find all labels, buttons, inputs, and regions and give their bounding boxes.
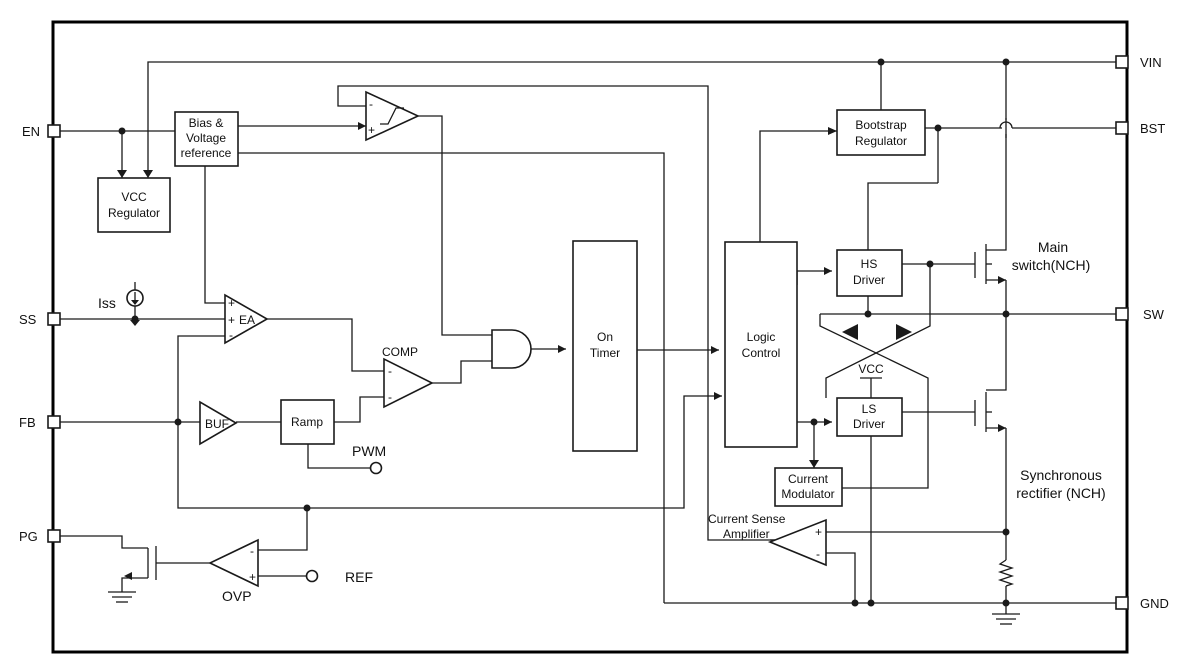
svg-text:-: - xyxy=(388,364,392,378)
svg-text:+: + xyxy=(368,123,375,137)
svg-text:Driver: Driver xyxy=(853,417,885,431)
svg-text:Logic: Logic xyxy=(747,330,776,344)
svg-text:VCC: VCC xyxy=(121,190,147,204)
svg-text:+: + xyxy=(228,313,235,327)
sense-resistor xyxy=(997,559,1015,587)
arrowheads xyxy=(117,122,925,468)
svg-text:Amplifier: Amplifier xyxy=(723,527,770,541)
ref-terminal: REF xyxy=(305,569,373,585)
svg-text:switch(NCH): switch(NCH) xyxy=(1012,257,1091,273)
synchronous-rectifier-mosfet: Synchronous rectifier (NCH) xyxy=(985,392,1106,501)
vin-pin-label: VIN xyxy=(1140,55,1162,70)
ss-pin-label: SS xyxy=(19,312,37,327)
and-gate xyxy=(491,329,532,369)
vcc-label: VCC xyxy=(858,362,884,379)
on-timer-block: On Timer xyxy=(572,240,638,452)
svg-text:HS: HS xyxy=(861,257,878,271)
junctions xyxy=(118,58,1010,607)
svg-text:-: - xyxy=(229,328,233,342)
svg-text:-: - xyxy=(388,390,392,404)
en-pin-label: EN xyxy=(22,124,40,139)
pwm-terminal: PWM xyxy=(352,443,386,475)
buf-buffer: BUF xyxy=(199,400,238,446)
bootstrap-regulator-block: Bootstrap Regulator xyxy=(836,109,926,156)
en-pin xyxy=(47,124,61,138)
svg-text:+: + xyxy=(815,525,822,539)
svg-text:Main: Main xyxy=(1038,239,1068,255)
fb-pin xyxy=(47,415,61,429)
wire-crossover xyxy=(999,118,1013,138)
svg-text:Voltage: Voltage xyxy=(186,131,226,145)
pg-open-drain-mosfet xyxy=(124,572,132,580)
comp-comparator: COMP - - xyxy=(382,345,434,409)
svg-text:reference: reference xyxy=(181,146,232,160)
svg-text:Regulator: Regulator xyxy=(855,134,907,148)
ramp-block: Ramp xyxy=(280,399,335,445)
svg-text:Modulator: Modulator xyxy=(781,487,834,501)
svg-text:COMP: COMP xyxy=(382,345,418,359)
ground-icon xyxy=(992,613,1020,625)
chip-boundary xyxy=(51,20,1129,654)
svg-text:Control: Control xyxy=(742,346,781,360)
gnd-pin-label: GND xyxy=(1140,596,1169,611)
current-modulator-block: Current Modulator xyxy=(774,467,843,507)
svg-text:LS: LS xyxy=(862,402,877,416)
ea-amplifier: EA + + - xyxy=(224,293,269,345)
svg-text:BUF: BUF xyxy=(205,417,229,431)
gnd-pin xyxy=(1115,596,1129,610)
svg-text:rectifier (NCH): rectifier (NCH) xyxy=(1016,485,1105,501)
svg-text:Timer: Timer xyxy=(590,346,620,360)
pg-pin xyxy=(47,529,61,543)
svg-text:Bias &: Bias & xyxy=(189,116,224,130)
svg-text:Synchronous: Synchronous xyxy=(1020,467,1102,483)
svg-text:Current Sense: Current Sense xyxy=(708,512,786,526)
bst-pin xyxy=(1115,121,1129,135)
svg-text:Driver: Driver xyxy=(853,273,885,287)
svg-text:PWM: PWM xyxy=(352,443,386,459)
svg-text:-: - xyxy=(369,97,373,111)
wires xyxy=(59,61,1122,614)
svg-text:OVP: OVP xyxy=(222,588,252,604)
pg-pin-label: PG xyxy=(19,529,38,544)
ovp-comparator: - + OVP xyxy=(208,538,259,604)
svg-text:EA: EA xyxy=(239,313,255,327)
svg-text:Regulator: Regulator xyxy=(108,206,160,220)
logic-control-block: Logic Control xyxy=(724,241,798,448)
fb-pin-label: FB xyxy=(19,415,36,430)
ls-driver-block: LS Driver xyxy=(836,397,903,437)
svg-text:+: + xyxy=(249,570,256,584)
svg-text:+: + xyxy=(228,296,235,310)
pins: EN SS FB PG VIN BST SW GND xyxy=(19,55,1169,611)
svg-text:On: On xyxy=(597,330,613,344)
sw-pin-label: SW xyxy=(1143,307,1165,322)
svg-text:Ramp: Ramp xyxy=(291,415,323,429)
bias-voltage-reference-block: Bias & Voltage reference xyxy=(174,111,239,167)
iss-current-source-icon: Iss xyxy=(98,289,144,311)
hs-driver-block: HS Driver xyxy=(836,249,903,297)
svg-text:-: - xyxy=(816,547,820,561)
ss-pin xyxy=(47,312,61,326)
bst-pin-label: BST xyxy=(1140,121,1165,136)
sw-pin xyxy=(1115,307,1129,321)
svg-text:Iss: Iss xyxy=(98,295,116,311)
vin-pin xyxy=(1115,55,1129,69)
vcc-regulator-block: VCC Regulator xyxy=(97,177,171,233)
ground-icon xyxy=(108,591,136,603)
svg-text:Current: Current xyxy=(788,472,829,486)
svg-text:REF: REF xyxy=(345,569,373,585)
current-sense-amplifier: + - Current Sense Amplifier xyxy=(708,512,827,567)
svg-text:Bootstrap: Bootstrap xyxy=(855,118,907,132)
svg-text:-: - xyxy=(250,544,254,558)
svg-text:VCC: VCC xyxy=(858,362,884,376)
uvlo-comparator: - + xyxy=(365,90,420,142)
main-switch-mosfet: Main switch(NCH) xyxy=(985,239,1091,284)
